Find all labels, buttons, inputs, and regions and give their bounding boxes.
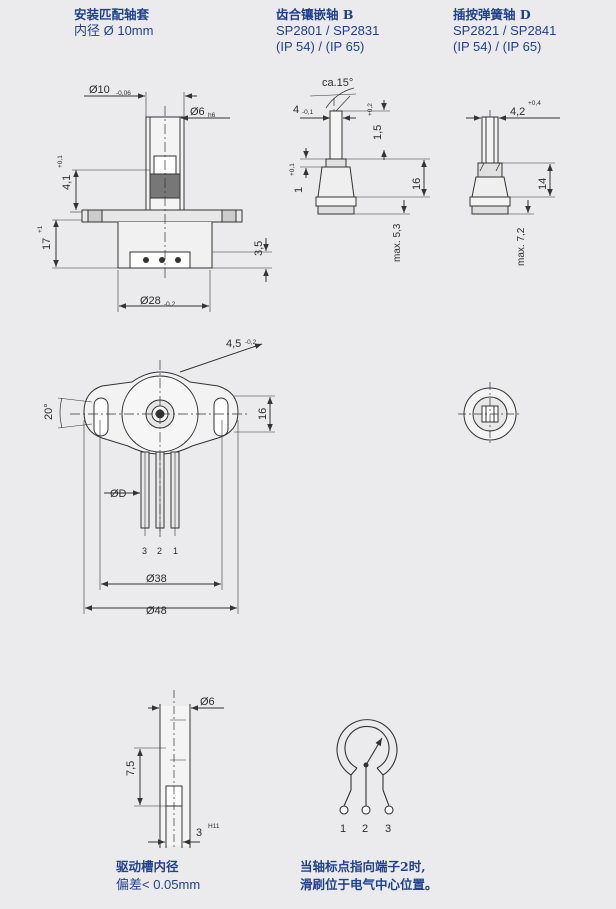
header-mounting-title: 安装匹配轴套 bbox=[74, 7, 150, 22]
spring-shaft-top-view bbox=[458, 382, 522, 446]
terminal-3-label: 3 bbox=[385, 823, 391, 835]
terminal-2-label: 2 bbox=[362, 823, 368, 835]
dim-h35: 3,5 bbox=[253, 241, 265, 256]
dim-s75: 7,5 bbox=[125, 761, 137, 776]
header-gear: 齿合镶嵌轴 B SP2801 / SP2831 (IP 54) / (IP 65… bbox=[276, 7, 379, 55]
dim-d6: Ø6 bbox=[190, 106, 205, 118]
dim-s3-tol: H11 bbox=[208, 823, 220, 830]
dim-h15: 1,5 bbox=[372, 125, 384, 140]
pin-2-label: 2 bbox=[157, 546, 162, 556]
caption-wiper-line1: 当轴标点指向端子2时, bbox=[300, 859, 426, 874]
header-gear-title: 齿合镶嵌轴 B bbox=[276, 7, 354, 22]
dim-h15-tol: +0,2 bbox=[367, 103, 374, 116]
dim-d10: Ø10 bbox=[89, 84, 110, 96]
dim-w42-tol: +0,4 bbox=[528, 100, 541, 107]
header-spring-models: SP2821 / SP2841 bbox=[453, 23, 557, 38]
spring-shaft-view bbox=[466, 110, 560, 215]
wiper-schematic bbox=[336, 719, 398, 815]
dim-d48: Ø48 bbox=[146, 605, 167, 617]
dim-ca15: ca.15° bbox=[322, 77, 353, 89]
header-gear-ip: (IP 54) / (IP 65) bbox=[276, 39, 365, 54]
dim-w42: 4,2 bbox=[510, 106, 525, 118]
dim-h16f: 16 bbox=[257, 408, 269, 420]
dim-h1: 1 bbox=[293, 187, 305, 193]
dim-w45: 4,5 bbox=[226, 338, 241, 350]
caption-slot-title: 驱动槽内径 bbox=[116, 859, 179, 874]
dim-d28-tol: -0,2 bbox=[164, 301, 176, 308]
header-mounting-sub: 内径 Ø 10mm bbox=[74, 23, 154, 38]
header-mounting: 安装匹配轴套 内径 Ø 10mm bbox=[74, 7, 153, 39]
dim-s3: 3 bbox=[196, 827, 202, 839]
dim-h41-tol: +0,1 bbox=[57, 155, 64, 168]
dim-s6: Ø6 bbox=[200, 696, 215, 708]
dim-max72: max. 7,2 bbox=[516, 227, 527, 266]
pin-3-label: 3 bbox=[142, 546, 147, 556]
caption-wiper: 当轴标点指向端子2时, 滑刷位于电气中心位置。 bbox=[300, 858, 438, 894]
dim-h41: 4,1 bbox=[61, 175, 73, 190]
dim-h17: 17 bbox=[41, 238, 53, 250]
terminal-1-label: 1 bbox=[340, 823, 346, 835]
caption-slot: 驱动槽内径 偏差< 0.05mm bbox=[116, 858, 200, 894]
caption-slot-sub: 偏差< 0.05mm bbox=[116, 877, 201, 892]
gear-shaft-view bbox=[300, 87, 430, 215]
dim-d38: Ø38 bbox=[146, 573, 167, 585]
dim-d28: Ø28 bbox=[140, 295, 161, 307]
dim-d6-tol: h6 bbox=[208, 112, 216, 119]
header-spring: 插按弹簧轴 D SP2821 / SP2841 (IP 54) / (IP 65… bbox=[453, 7, 556, 55]
pin-1-label: 1 bbox=[173, 546, 178, 556]
dim-dD: ØD bbox=[110, 488, 127, 500]
drive-slot-view bbox=[134, 690, 224, 850]
dim-h17-tol: +1 bbox=[37, 225, 44, 233]
dim-w4: 4 bbox=[293, 104, 299, 116]
mounting-side-view bbox=[52, 92, 272, 312]
header-gear-models: SP2801 / SP2831 bbox=[276, 23, 380, 38]
dim-h14: 14 bbox=[537, 178, 549, 190]
dim-w4-tol: -0,1 bbox=[302, 109, 314, 116]
front-view bbox=[57, 343, 275, 614]
dim-max53: max. 5,3 bbox=[392, 223, 403, 262]
header-spring-ip: (IP 54) / (IP 65) bbox=[453, 39, 542, 54]
dim-d10-tol: -0,06 bbox=[116, 90, 131, 97]
header-spring-title: 插按弹簧轴 D bbox=[453, 7, 531, 22]
dim-w45-tol: -0,2 bbox=[245, 339, 257, 346]
dim-h1-tol: +0,1 bbox=[289, 163, 296, 176]
caption-wiper-line2: 滑刷位于电气中心位置。 bbox=[300, 877, 438, 892]
dim-h16b: 16 bbox=[411, 178, 423, 190]
dim-a20: 20° bbox=[43, 403, 55, 420]
